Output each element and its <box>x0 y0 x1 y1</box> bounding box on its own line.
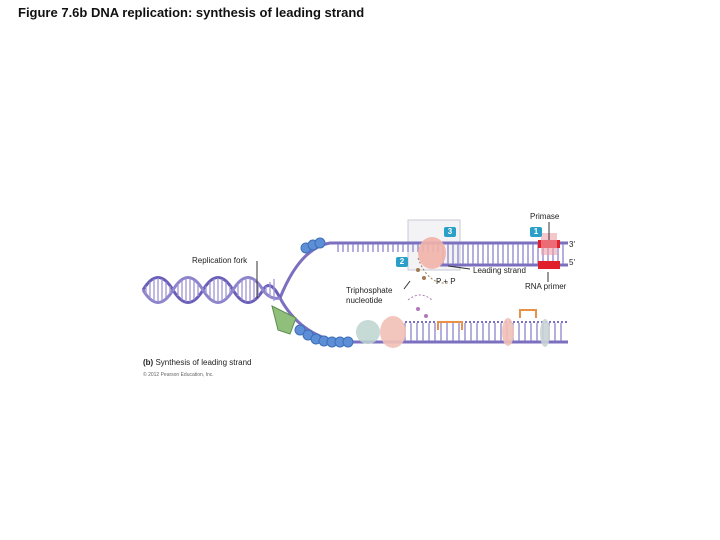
nucleotide-path <box>417 257 449 284</box>
leading-strand-label: Leading strand <box>473 266 526 275</box>
helix-rungs <box>145 278 275 302</box>
template-strand-top <box>278 241 568 299</box>
clamp-protein <box>356 320 380 344</box>
p-plus-p-label: P + P <box>436 277 456 286</box>
bottom-binding-proteins <box>294 324 354 348</box>
caption-text: Synthesis of leading strand <box>153 358 252 367</box>
bottom-rungs <box>404 323 562 341</box>
primase-label: Primase <box>530 212 560 221</box>
rna-primer-bottom-a <box>437 321 463 330</box>
figure-title: Figure 7.6b DNA replication: synthesis o… <box>18 5 365 20</box>
helicase <box>271 305 297 335</box>
dna-polymerase-top <box>418 237 446 269</box>
step-badge-1: 1 <box>530 227 542 237</box>
dna-polymerase-bottom <box>380 316 406 348</box>
step-badge-3: 3 <box>444 227 456 237</box>
rna-primer-bottom-b <box>519 309 537 318</box>
triphosphate-label-2: nucleotide <box>346 296 383 305</box>
step-badge-2: 2 <box>396 257 408 267</box>
figure-caption: (b) Synthesis of leading strand <box>143 358 252 367</box>
replication-fork-label: Replication fork <box>192 256 248 265</box>
rna-primer-label: RNA primer <box>525 282 567 291</box>
polymerase-small <box>502 318 514 346</box>
leading-strand-leader <box>447 265 471 270</box>
triphosphate-label-1: Triphosphate <box>346 286 393 295</box>
copyright: © 2012 Pearson Education, Inc. <box>143 372 214 378</box>
five-prime-label: 5' <box>569 258 575 267</box>
caption-part: (b) <box>143 358 154 367</box>
top-binding-proteins <box>300 237 326 254</box>
primase-bottom <box>540 319 550 347</box>
three-prime-label: 3' <box>569 240 575 249</box>
